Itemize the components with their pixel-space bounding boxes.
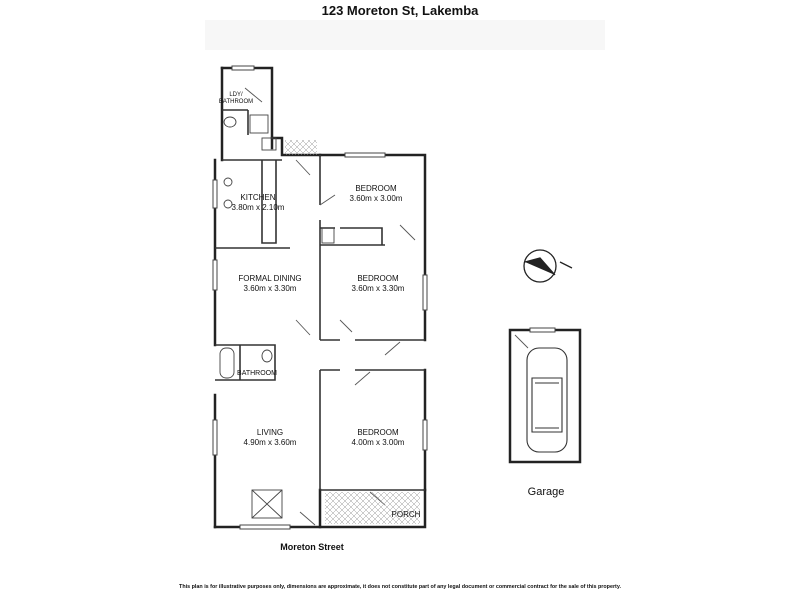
watermark bbox=[205, 20, 605, 50]
compass-north-arrow-icon bbox=[523, 249, 573, 283]
formal-dining-label: FORMAL DINING 3.60m x 3.30m bbox=[238, 274, 302, 293]
bathroom-label: BATHROOM bbox=[237, 370, 277, 377]
property-title: 123 Moreton St, Lakemba bbox=[321, 3, 479, 18]
porch-tiles bbox=[325, 492, 420, 524]
bedroom-1-label: BEDROOM 3.60m x 3.00m bbox=[349, 184, 403, 203]
car-icon bbox=[526, 347, 568, 453]
garage-label: Garage bbox=[527, 486, 565, 498]
porch-label: PORCH bbox=[391, 510, 421, 519]
kitchen-label: KITCHEN 3.80m x 2.10m bbox=[231, 193, 285, 212]
living-label: LIVING 4.90m x 3.60m bbox=[243, 428, 297, 447]
entry-tiles bbox=[285, 140, 317, 155]
bedroom-3-label: BEDROOM 4.00m x 3.00m bbox=[351, 428, 405, 447]
fixtures bbox=[219, 114, 335, 519]
laundry-label: LDY/ BATHROOM bbox=[218, 92, 254, 105]
bedroom-2-label: BEDROOM 3.60m x 3.30m bbox=[351, 274, 405, 293]
disclaimer-text: This plan is for illustrative purposes o… bbox=[179, 584, 621, 590]
exterior-walls bbox=[213, 66, 582, 529]
street-label: Moreton Street bbox=[280, 542, 344, 552]
windows bbox=[212, 65, 556, 530]
